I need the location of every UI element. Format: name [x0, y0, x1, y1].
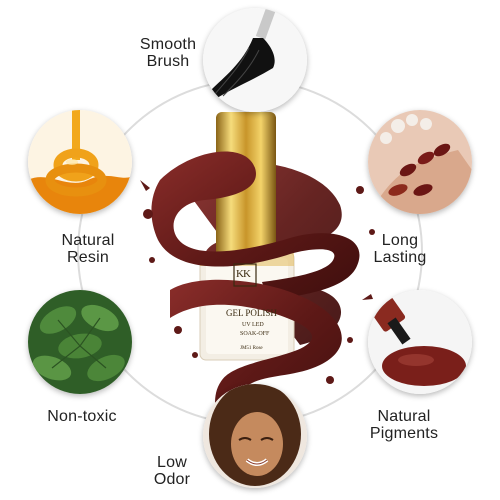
polish-swirl-front-top	[151, 151, 360, 300]
natural-resin-label: Natural Resin	[61, 232, 115, 266]
manicured-nails-image	[368, 110, 472, 214]
low-odor-label: Low Odor	[153, 454, 191, 488]
natural-pigments-label: Natural Pigments	[369, 408, 439, 442]
bottle-product-label: GEL POLISH	[226, 308, 277, 318]
bottle-logo: KK	[236, 268, 251, 280]
long-lasting-label: Long Lasting	[373, 232, 427, 266]
smooth-brush-image	[203, 8, 307, 112]
bottle-shade-label: JM51 Rose	[240, 346, 263, 351]
smooth-brush-label: Smooth Brush	[139, 36, 197, 70]
green-leaves-image	[28, 290, 132, 394]
bottle-soak-label: SOAK-OFF	[240, 331, 270, 337]
polish-puddle-image	[368, 290, 472, 394]
polish-swirl-front-bottom	[170, 279, 342, 447]
non-toxic-label: Non-toxic	[47, 408, 117, 425]
smiling-woman-image	[203, 384, 307, 488]
bottle-cure-label: UV LED	[242, 322, 264, 328]
honey-resin-image	[28, 110, 132, 214]
bottle-logo-box	[233, 263, 257, 287]
